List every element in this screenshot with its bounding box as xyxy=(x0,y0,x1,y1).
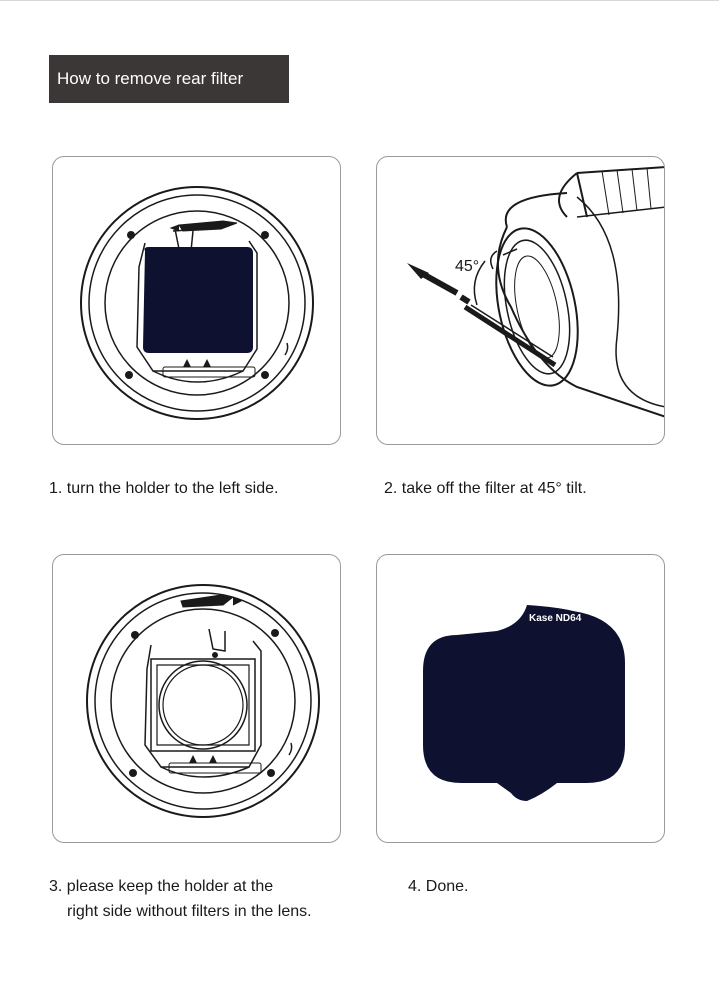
lens-mount-with-filter-drawing xyxy=(80,186,314,420)
top-divider xyxy=(0,0,719,1)
step-3-illustration xyxy=(52,554,341,843)
step-1-illustration xyxy=(52,156,341,445)
section-title: How to remove rear filter xyxy=(57,69,244,88)
filter-label: Kase ND64 xyxy=(529,613,582,624)
step-4-illustration: Kase ND64 xyxy=(376,554,665,843)
section-title-bar: How to remove rear filter xyxy=(49,55,289,103)
filter-shape-4 xyxy=(423,605,625,801)
step-3-caption-line-2: right side without filters in the lens. xyxy=(67,903,312,920)
lens-mount-empty-holder-drawing xyxy=(86,584,320,818)
filter-shape-1 xyxy=(143,247,253,353)
step-2-illustration: 45° xyxy=(376,156,665,445)
step-4-caption: 4. Done. xyxy=(408,878,469,895)
lens-tilt-removal-drawing: 45° xyxy=(407,166,664,418)
step-3-caption-line-1: 3. please keep the holder at the xyxy=(49,878,274,895)
step-1-caption: 1. turn the holder to the left side. xyxy=(49,480,279,497)
removed-filter-drawing: Kase ND64 xyxy=(423,605,625,801)
step-2-caption: 2. take off the filter at 45° tilt. xyxy=(384,480,587,497)
tilt-angle-label: 45° xyxy=(455,258,479,275)
